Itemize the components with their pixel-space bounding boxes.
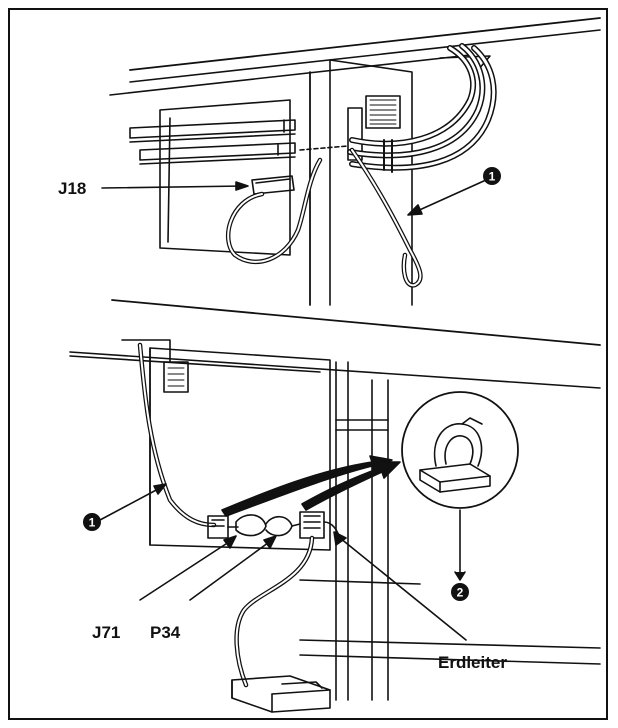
marker-cable-top: 1 <box>483 167 501 185</box>
bottom-table-scene <box>69 299 601 713</box>
diagram-frame <box>8 8 608 720</box>
top-table-scene <box>109 17 601 306</box>
rail-slots <box>129 119 296 165</box>
cable-bundle <box>347 43 497 173</box>
j18-leader <box>101 185 245 189</box>
label-p34: P34 <box>150 623 181 642</box>
connector-right <box>299 511 325 539</box>
cable-top-leader <box>414 179 487 213</box>
svg-text:2: 2 <box>457 586 464 600</box>
earth-leader <box>339 537 467 641</box>
label-j71: J71 <box>92 623 120 642</box>
svg-text:1: 1 <box>89 516 96 530</box>
connector-p34 <box>235 514 293 537</box>
connector-j18 <box>251 175 295 195</box>
leader-lines <box>99 179 487 641</box>
j71-leader <box>139 539 233 601</box>
clamp-magnifier <box>401 391 519 509</box>
svg-text:1: 1 <box>489 170 496 184</box>
label-j18: J18 <box>58 179 86 198</box>
marker-cable-bottom: 1 <box>83 513 101 531</box>
foot-pedal <box>231 675 331 713</box>
cable-bottom-leader <box>99 487 161 521</box>
arrows-to-clamp <box>221 455 401 517</box>
p34-leader <box>189 539 273 601</box>
label-earth: Erdleiter <box>438 653 507 672</box>
marker-clamp: 2 <box>451 583 469 601</box>
